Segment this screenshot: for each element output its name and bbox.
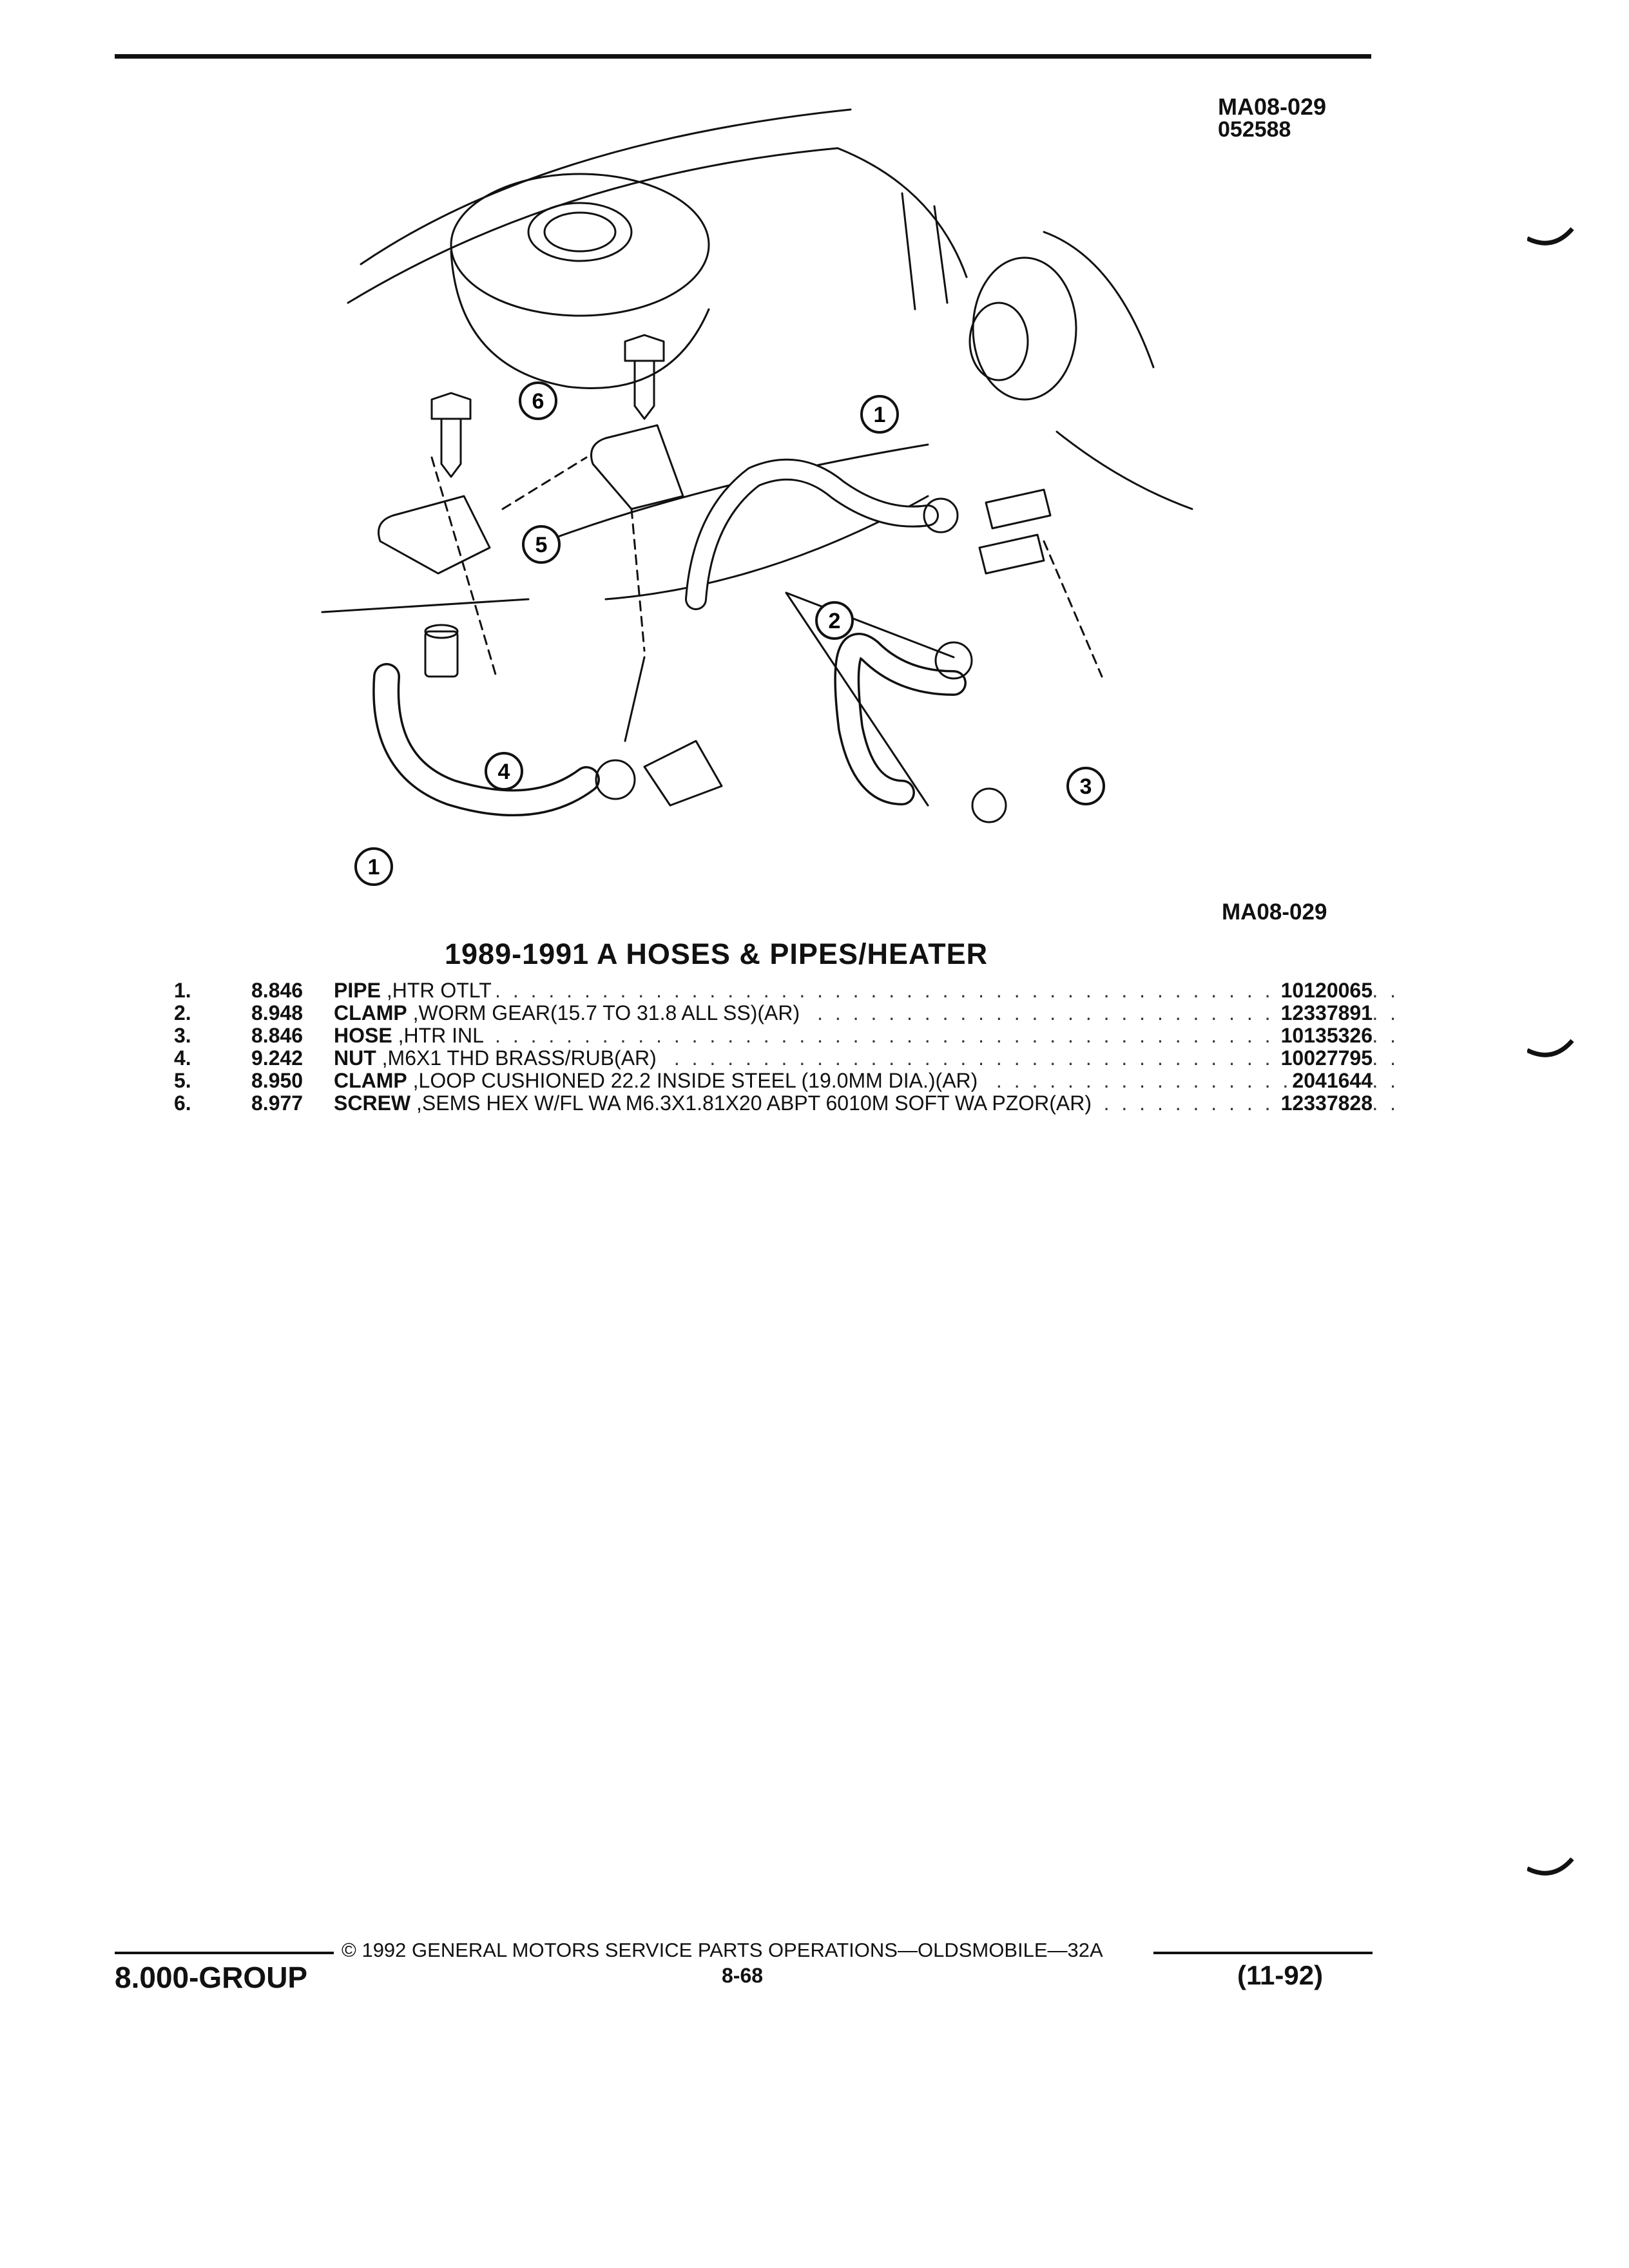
- part-number: 10120065: [1275, 979, 1373, 1002]
- item-name: PIPE: [334, 979, 381, 1002]
- item-detail: ,HTR OTLT: [380, 979, 492, 1002]
- item-detail: ,WORM GEAR(15.7 TO 31.8 ALL SS)(AR): [407, 1002, 800, 1024]
- group-number: 8.846: [251, 979, 304, 1002]
- footer-rule-right: [1153, 1952, 1373, 1954]
- group-number: 8.846: [251, 1024, 304, 1047]
- svg-text:1: 1: [368, 855, 380, 879]
- callout-6: 6: [519, 381, 557, 420]
- item-description: . . . . . . . . . . . . . . . . . . . . …: [334, 1002, 1403, 1024]
- item-name: NUT: [334, 1047, 376, 1070]
- leader-dots: . . . . . . . . . . . . . . . . . . . . …: [334, 1024, 1403, 1047]
- item-detail: ,LOOP CUSHIONED 22.2 INSIDE STEEL (19.0M…: [407, 1070, 978, 1092]
- part-number: 10027795: [1275, 1047, 1373, 1070]
- figure-ref-code: MA08-029: [1218, 93, 1327, 120]
- group-number: 8.977: [251, 1091, 304, 1115]
- svg-text:6: 6: [532, 389, 545, 414]
- figure-ref-date: 052588: [1218, 117, 1291, 142]
- figure-ref-code-bottom: MA08-029: [1222, 899, 1327, 925]
- parts-row: 5. 8.950 . . . . . . . . . . . . . . . . .…: [174, 1069, 1403, 1092]
- parts-row: 6. 8.977 . . . . . . . . . . . . . . . . .…: [174, 1091, 1403, 1115]
- section-title: 1989-1991 A HOSES & PIPES/HEATER: [445, 937, 988, 970]
- parts-row: 4. 9.242 . . . . . . . . . . . . . . . . .…: [174, 1046, 1403, 1070]
- callout-2: 2: [815, 601, 854, 640]
- part-number: 2041644: [1287, 1070, 1373, 1092]
- item-number: 2.: [174, 1001, 191, 1024]
- item-description: . . . . . . . . . . . . . . . . . . . . …: [334, 1070, 1403, 1092]
- item-detail: ,M6X1 THD BRASS/RUB(AR): [376, 1047, 657, 1070]
- callout-1-bottom: 1: [354, 847, 393, 886]
- item-detail: ,SEMS HEX W/FL WA M6.3X1.81X20 ABPT 6010…: [410, 1092, 1092, 1115]
- group-label: 8.000-GROUP: [115, 1961, 308, 1994]
- binder-mark: [1527, 227, 1574, 245]
- binder-mark: [1527, 1857, 1574, 1876]
- svg-text:4: 4: [498, 760, 510, 784]
- item-number: 1.: [174, 979, 191, 1002]
- revision-date: (11-92): [1237, 1960, 1324, 1990]
- item-number: 4.: [174, 1046, 191, 1070]
- screw-right: [624, 334, 665, 420]
- item-name: HOSE: [334, 1024, 392, 1047]
- item-number: 5.: [174, 1069, 191, 1092]
- item-name: SCREW: [334, 1092, 411, 1115]
- exploded-view-illustration: 6 1 5 2 4 3 1: [321, 108, 1193, 886]
- item-name: CLAMP: [334, 1002, 407, 1024]
- item-description: . . . . . . . . . . . . . . . . . . . . …: [334, 979, 1403, 1002]
- group-number: 8.948: [251, 1001, 304, 1024]
- item-number: 3.: [174, 1024, 191, 1047]
- footer-rule-left: [115, 1952, 334, 1954]
- group-number: 9.242: [251, 1046, 304, 1070]
- parts-row: 3. 8.846 . . . . . . . . . . . . . . . . .…: [174, 1024, 1403, 1047]
- callout-3: 3: [1066, 767, 1105, 805]
- leader-dots: . . . . . . . . . . . . . . . . . . . . …: [334, 979, 1403, 1002]
- callout-1-top: 1: [860, 395, 899, 434]
- callout-5: 5: [522, 525, 561, 564]
- air-cleaner-housing: [450, 173, 710, 317]
- top-rule: [115, 54, 1371, 59]
- item-number: 6.: [174, 1091, 191, 1115]
- parts-row: 1. 8.846 . . . . . . . . . . . . . . . . .…: [174, 979, 1403, 1002]
- item-description: . . . . . . . . . . . . . . . . . . . . …: [334, 1047, 1403, 1070]
- parts-list: 1. 8.846 . . . . . . . . . . . . . . . . .…: [174, 979, 1403, 1115]
- item-description: . . . . . . . . . . . . . . . . . . . . …: [334, 1024, 1403, 1047]
- binder-mark: [1527, 1039, 1574, 1057]
- svg-text:2: 2: [829, 609, 841, 633]
- item-description: . . . . . . . . . . . . . . . . . . . . …: [334, 1092, 1403, 1115]
- callout-4: 4: [485, 752, 523, 791]
- part-number: 12337828: [1275, 1092, 1373, 1115]
- group-number: 8.950: [251, 1069, 304, 1092]
- screw-left: [430, 392, 472, 478]
- parts-row: 2. 8.948 . . . . . . . . . . . . . . . . .…: [174, 1001, 1403, 1024]
- part-number: 12337891: [1275, 1002, 1373, 1024]
- svg-text:5: 5: [535, 533, 548, 557]
- page-number: 8-68: [722, 1964, 764, 1987]
- svg-text:3: 3: [1080, 774, 1092, 799]
- item-name: CLAMP: [334, 1070, 407, 1092]
- svg-text:1: 1: [874, 403, 886, 427]
- copyright-notice: © 1992 GENERAL MOTORS SERVICE PARTS OPER…: [342, 1939, 1103, 1961]
- item-detail: ,HTR INL: [392, 1024, 484, 1047]
- worm-clamp: [923, 497, 959, 533]
- part-number: 10135326: [1275, 1024, 1373, 1047]
